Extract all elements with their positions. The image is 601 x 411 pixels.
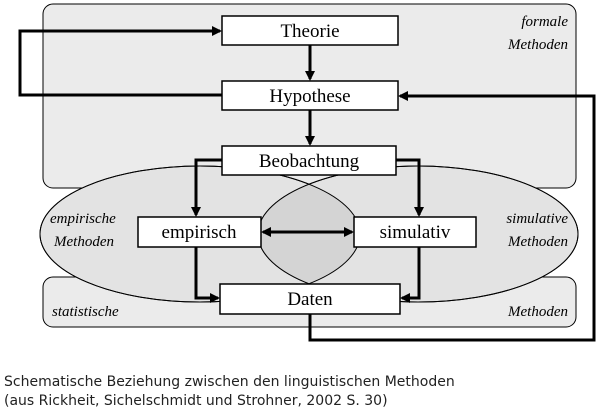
node-daten-box xyxy=(219,283,401,315)
method-diagram: formale Methoden empirische Methoden sim… xyxy=(18,3,596,342)
arrow-beobachtung-empirisch xyxy=(191,158,222,217)
node-empirisch-box xyxy=(137,216,262,248)
simulative-methoden-label: Methoden xyxy=(507,234,568,250)
statistische-methoden-label: Methoden xyxy=(507,304,568,320)
statistische-label: statistische xyxy=(52,304,119,320)
node-beobachtung-box xyxy=(221,145,397,176)
node-beobachtung-label: Beobachtung xyxy=(259,151,360,172)
node-empirisch-label: empirisch xyxy=(162,222,237,243)
arrow-beobachtung-simulativ xyxy=(396,158,424,217)
empirische-methoden-label: Methoden xyxy=(53,234,114,250)
arrow-hypothese-theorie-loop xyxy=(18,26,222,97)
node-theorie-box xyxy=(221,15,399,46)
arrow-daten-hypothese-loop xyxy=(308,91,596,342)
figure-caption: Schematische Beziehung zwischen den ling… xyxy=(4,373,599,411)
formale-methoden-label: Methoden xyxy=(507,37,568,53)
simulative-label: simulative xyxy=(506,211,568,227)
node-simulativ-box xyxy=(353,216,477,248)
node-daten-label: Daten xyxy=(287,289,333,310)
caption-line-1: Schematische Beziehung zwischen den ling… xyxy=(4,374,455,390)
node-hypothese-box xyxy=(221,80,399,111)
arrow-simulativ-daten xyxy=(400,247,421,303)
node-hypothese-label: Hypothese xyxy=(269,86,350,107)
node-simulativ-label: simulativ xyxy=(380,222,451,243)
empirische-label: empirische xyxy=(50,211,116,227)
arrow-empirisch-daten xyxy=(194,247,220,303)
node-theorie-label: Theorie xyxy=(280,21,339,42)
caption-line-2: (aus Rickheit, Sichelschmidt und Strohne… xyxy=(4,393,388,409)
formale-label: formale xyxy=(521,14,568,30)
